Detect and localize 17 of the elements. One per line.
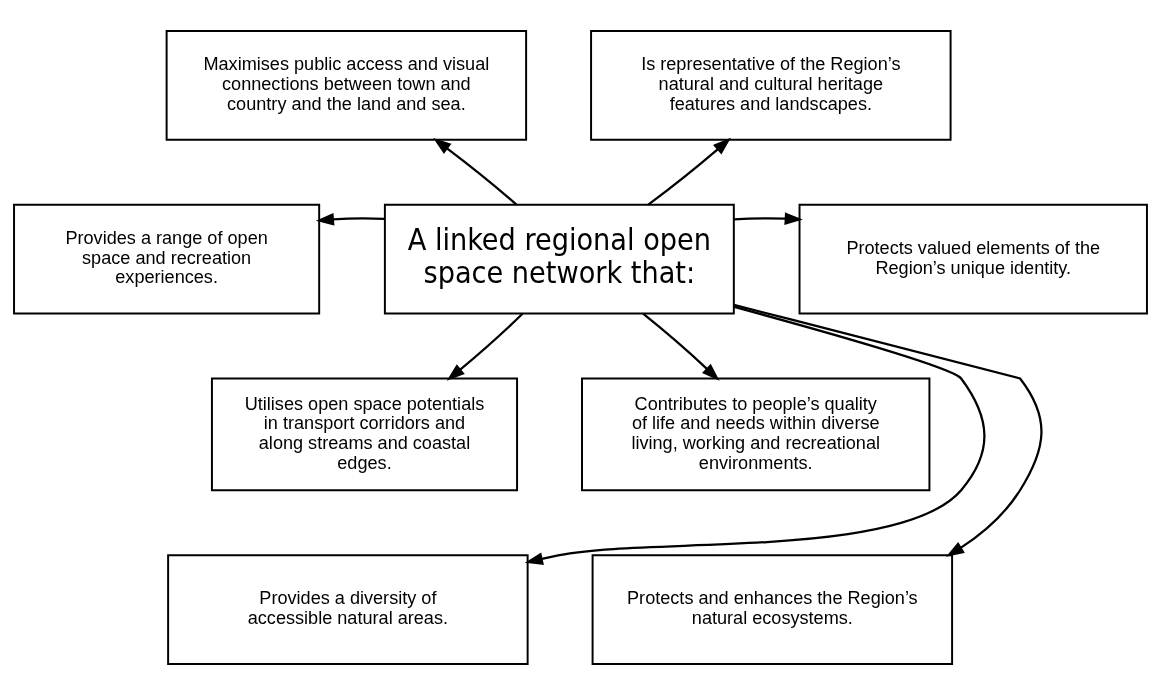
arrow <box>733 303 1043 557</box>
arrow <box>647 137 731 206</box>
arrow <box>446 312 524 381</box>
node-box: Protects valued elements of the Region’s unique identity. <box>798 203 1148 315</box>
arrow <box>433 137 518 206</box>
node-box: Is representative of the Region’s natural and cultural heritage features and landscapes. <box>590 30 952 141</box>
arrow <box>315 212 385 226</box>
arrow <box>524 305 986 565</box>
node-box: Maximises public access and visual connections between town and country and the land and sea. <box>165 30 528 141</box>
node-box: Utilises open space potentials in transport corridors and along streams and coastal edges. <box>210 377 519 492</box>
node-box: Contributes to people’s quality of life and needs within diverse living, working and recreational environments. <box>581 377 931 492</box>
arrow <box>642 312 720 381</box>
node-box: A linked regional open space network that: <box>383 203 735 315</box>
node-box: Protects and enhances the Region’s natural ecosystems. <box>591 554 954 665</box>
node-box: Provides a range of open space and recreation experiences. <box>13 203 321 315</box>
node-box: Provides a diversity of accessible natural areas. <box>167 554 529 665</box>
arrow <box>733 212 803 225</box>
